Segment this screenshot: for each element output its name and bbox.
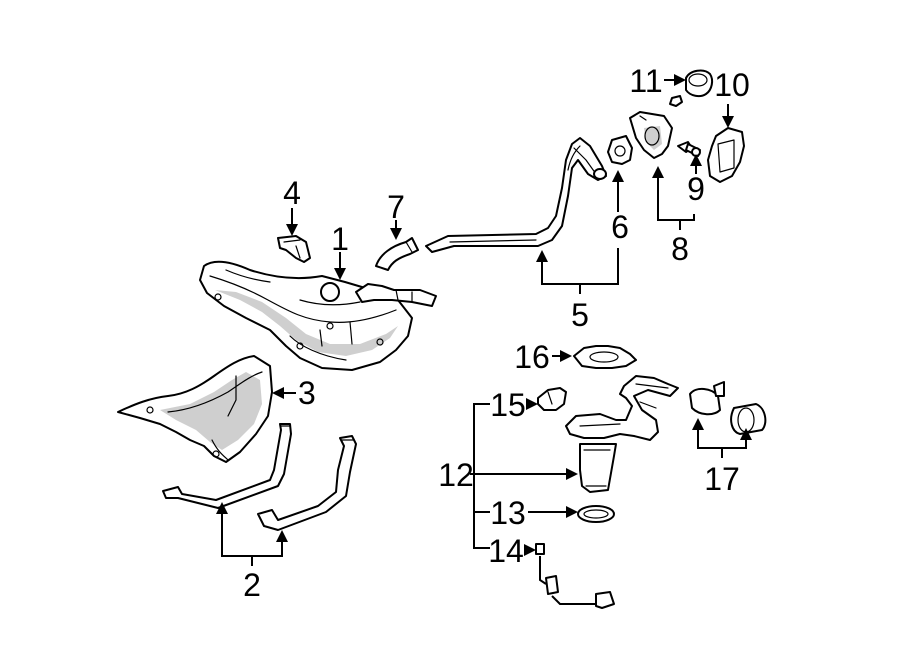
callout-2: 2 xyxy=(243,567,261,603)
callout-16: 16 xyxy=(514,339,550,375)
callout-15: 15 xyxy=(490,387,526,423)
filler-pipe xyxy=(425,137,607,253)
callout-4: 4 xyxy=(283,175,301,211)
bolt xyxy=(677,141,701,157)
o-ring xyxy=(577,505,615,523)
hose xyxy=(375,237,419,271)
fuel-pump-module xyxy=(565,375,679,493)
callout-6: 6 xyxy=(611,209,629,245)
bracket xyxy=(277,235,311,263)
callout-labels: 1 4 7 3 2 5 6 8 9 10 11 12 13 14 15 16 1… xyxy=(243,63,750,603)
filler-housing xyxy=(629,111,673,159)
leader-lines xyxy=(216,74,752,566)
callout-5: 5 xyxy=(571,297,589,333)
lock-ring-seal xyxy=(573,345,637,369)
callout-14: 14 xyxy=(488,533,524,569)
callout-17: 17 xyxy=(704,461,740,497)
callout-7: 7 xyxy=(387,189,405,225)
callout-3: 3 xyxy=(298,375,316,411)
tank-straps xyxy=(162,423,357,531)
ring-cover xyxy=(707,127,745,183)
fuel-cap xyxy=(669,69,714,107)
wiring-harness xyxy=(535,543,615,609)
callout-10: 10 xyxy=(714,67,750,103)
callout-12: 12 xyxy=(438,457,474,493)
gasket xyxy=(607,135,633,165)
callout-1: 1 xyxy=(331,221,349,257)
callout-11: 11 xyxy=(629,63,662,99)
callout-8: 8 xyxy=(671,231,689,267)
pressure-sensor xyxy=(537,387,567,411)
fuel-tank xyxy=(199,260,437,371)
fuel-filter xyxy=(689,381,767,435)
heat-shield xyxy=(117,355,273,463)
callout-9: 9 xyxy=(687,171,705,207)
callout-13: 13 xyxy=(490,495,526,531)
